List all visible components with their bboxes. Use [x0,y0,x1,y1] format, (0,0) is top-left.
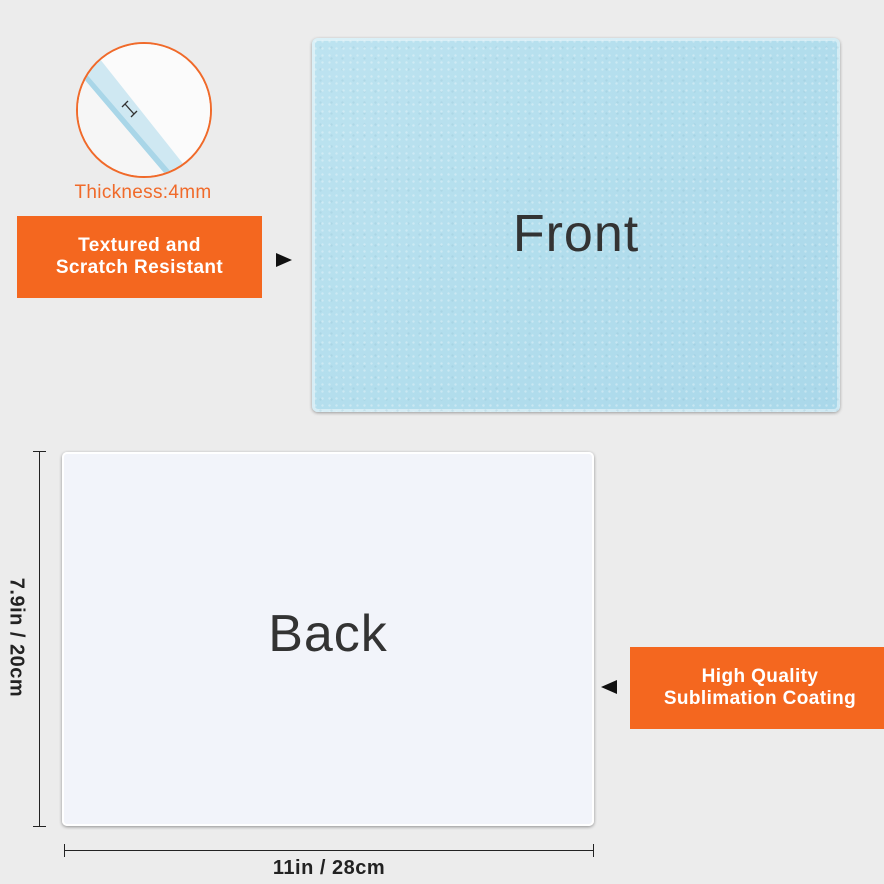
arrow-left-icon [601,680,617,694]
callout-back-line2: Sublimation Coating [663,688,857,709]
callout-back-line1: High Quality [701,666,819,687]
height-dimension-cap-bottom [33,826,46,827]
height-dimension-cap-top [33,451,46,452]
thickness-label: Thickness:4mm [74,182,212,203]
height-label: 7.9in / 20cm [5,577,28,698]
arrow-right-icon [276,253,292,267]
front-texture [312,38,840,412]
width-dimension-line [64,850,594,851]
front-board: Front [312,38,840,412]
callout-front-line2: Scratch Resistant [55,257,224,278]
width-dimension-cap-right [593,844,594,857]
sublimation-coating-callout: High Quality Sublimation Coating [630,647,884,729]
thickness-zoom-circle [76,42,212,178]
height-dimension-line [39,452,40,826]
textured-scratch-resistant-callout: Textured and Scratch Resistant [17,216,262,298]
board-edge-closeup-icon [78,44,210,176]
front-label: Front [512,205,640,263]
width-label: 11in / 28cm [272,857,386,879]
callout-front-line1: Textured and [78,235,201,256]
back-board: Back [62,452,594,826]
back-label: Back [268,605,388,663]
width-dimension-cap-left [64,844,65,857]
